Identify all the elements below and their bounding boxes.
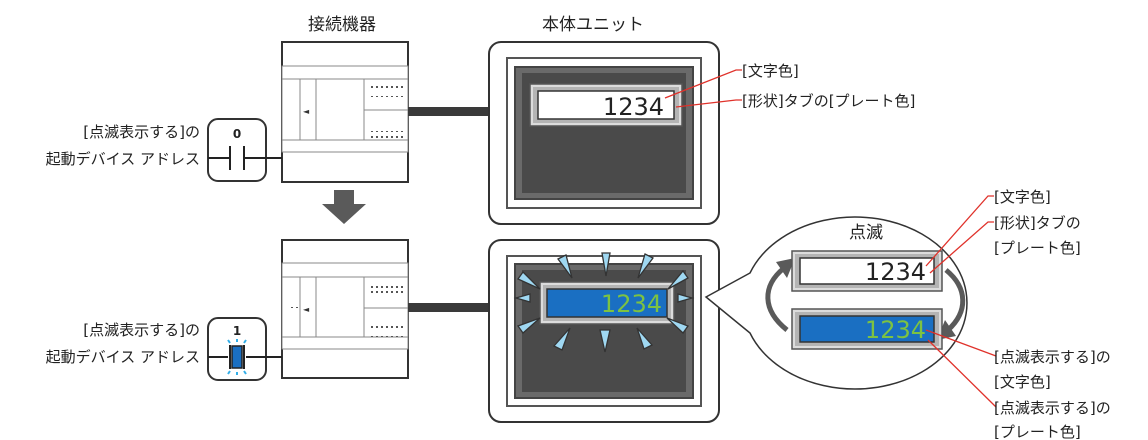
svg-text:◄: ◄ <box>303 107 310 116</box>
display-value-top: 1234 <box>603 93 664 121</box>
bit-box-bottom <box>207 317 282 381</box>
zoom-callout-plate-line2: [プレート色] <box>994 239 1081 257</box>
cycle-arrowhead-left <box>776 258 795 278</box>
cycle-arrows <box>765 266 966 332</box>
label-line1-bottom: [点滅表示する]の <box>83 321 200 339</box>
bit-box-top <box>207 118 282 182</box>
svg-text:◄: ◄ <box>303 305 310 314</box>
zoom-callout-blink-text-line2: [文字色] <box>994 373 1051 391</box>
callout-lines-top <box>664 69 742 108</box>
label-line1-top: [点滅表示する]の <box>83 123 200 141</box>
header-unit: 本体ユニット <box>542 15 644 35</box>
blink-rays <box>513 252 695 353</box>
label-line2-bottom: 起動デバイス アドレス <box>46 348 200 366</box>
display-value-bottom: 1234 <box>601 290 662 318</box>
zoom-normal-value: 1234 <box>865 258 926 286</box>
plc-device-bottom: ◄ <box>281 239 409 379</box>
header-device: 接続機器 <box>308 15 376 35</box>
down-arrow <box>322 190 366 224</box>
label-line2-top: 起動デバイス アドレス <box>46 150 200 168</box>
zoom-display-normal <box>791 250 943 292</box>
zoom-title: 点滅 <box>849 223 883 243</box>
zoom-blink-value: 1234 <box>865 316 926 344</box>
zoom-callout-blink-text-line1: [点滅表示する]の <box>994 348 1111 366</box>
zoom-callout-blink-plate-line2: [プレート色] <box>994 423 1081 440</box>
zoom-callout-text-color: [文字色] <box>994 188 1051 206</box>
bit-value-bottom: 1 <box>233 324 241 338</box>
hmi-unit-top <box>488 41 720 225</box>
callout-text-color-top: [文字色] <box>742 62 799 80</box>
cable-top <box>408 107 498 116</box>
plc-device-top: ◄ <box>281 41 409 183</box>
cable-bottom <box>408 303 498 312</box>
numeric-display-top <box>529 83 683 127</box>
zoom-callout-plate-line1: [形状]タブの <box>994 214 1081 232</box>
callout-plate-color-top: [形状]タブの[プレート色] <box>742 92 915 110</box>
zoom-callout-blink-plate-line1: [点滅表示する]の <box>994 399 1111 417</box>
zoom-display-blink <box>791 308 943 350</box>
callout-lines-zoom <box>925 195 997 408</box>
numeric-display-bottom <box>539 281 675 325</box>
zoom-bubble <box>704 216 968 390</box>
bit-value-top: 0 <box>233 127 241 141</box>
